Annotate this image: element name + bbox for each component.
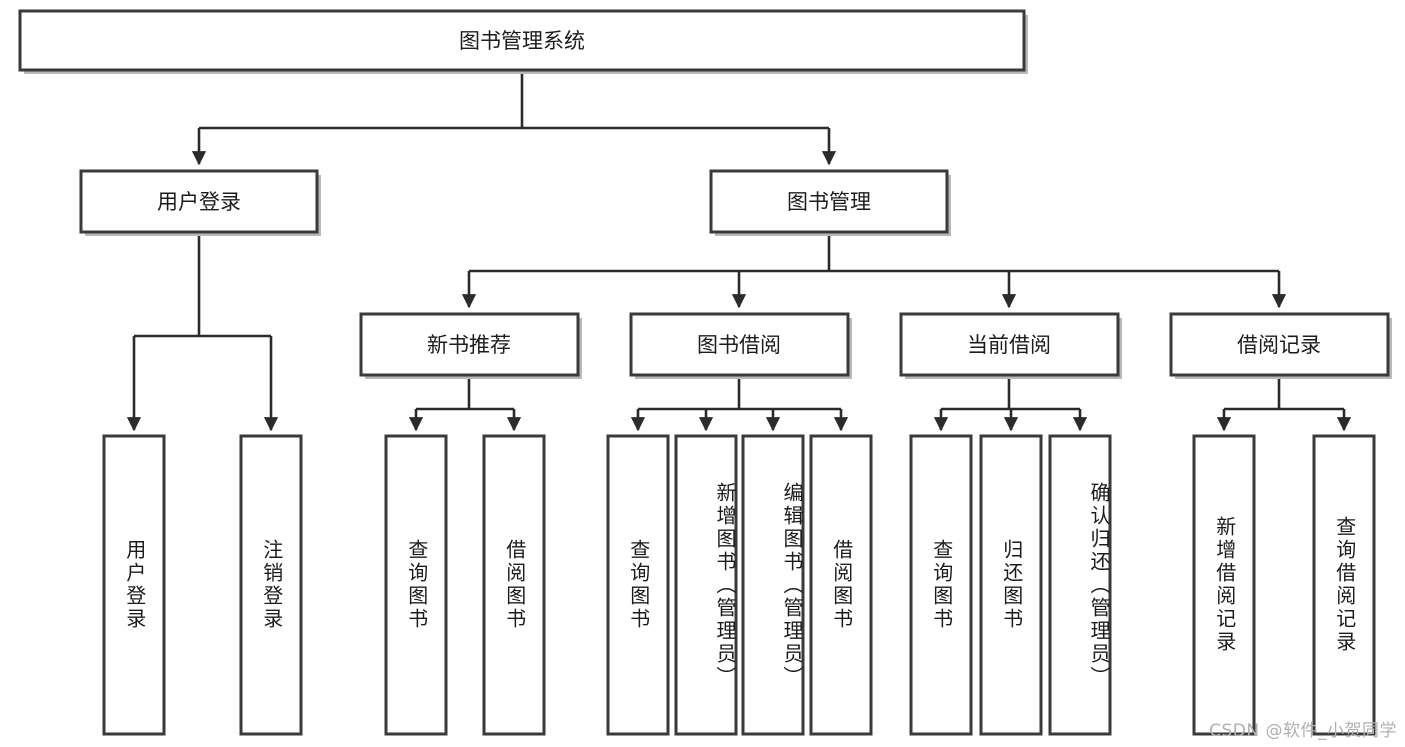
node-book-borrow-box xyxy=(629,312,850,377)
leaf-box-query-book-2[interactable] xyxy=(606,434,670,736)
node-new-book-recommend-label: 新书推荐 xyxy=(427,333,511,357)
leaf-box-add-book[interactable] xyxy=(674,434,738,736)
node-borrow-record-box xyxy=(1169,312,1390,377)
leaf-box-add-record[interactable] xyxy=(1192,434,1256,736)
node-book-management-label: 图书管理 xyxy=(787,190,871,214)
connector-group-book-management xyxy=(461,232,1287,309)
node-current-borrow[interactable]: 当前借阅 xyxy=(899,312,1122,379)
leaf-box-confirm-return[interactable] xyxy=(1048,434,1112,736)
node-user-login-label: 用户登录 xyxy=(157,190,241,214)
node-user-login-box xyxy=(79,169,319,234)
node-book-management-box xyxy=(709,169,949,234)
node-root-box xyxy=(18,9,1026,72)
connector-group-new-book-recommend xyxy=(408,375,522,432)
connector-group-user-login xyxy=(126,232,279,432)
leaf-box-borrow-book-1[interactable] xyxy=(482,434,546,736)
leaf-box-logout[interactable] xyxy=(239,434,303,736)
node-borrow-record[interactable]: 借阅记录 xyxy=(1169,312,1392,379)
node-current-borrow-label: 当前借阅 xyxy=(967,333,1051,357)
leaf-box-user-login[interactable] xyxy=(102,434,166,736)
leaf-box-edit-book[interactable] xyxy=(741,434,805,736)
leaf-box-query-record[interactable] xyxy=(1312,434,1376,736)
node-root[interactable]: 图书管理系统 xyxy=(18,9,1028,74)
node-new-book-recommend[interactable]: 新书推荐 xyxy=(359,312,582,379)
leaf-box-borrow-book-2[interactable] xyxy=(809,434,873,736)
connector-group-borrow-record xyxy=(1216,375,1352,432)
node-book-borrow-label: 图书借阅 xyxy=(697,333,781,357)
connector-group-current-borrow xyxy=(933,375,1088,432)
node-book-management[interactable]: 图书管理 xyxy=(709,169,951,236)
connector-group-root xyxy=(191,70,837,166)
node-book-borrow[interactable]: 图书借阅 xyxy=(629,312,852,379)
node-user-login[interactable]: 用户登录 xyxy=(79,169,321,236)
leaf-box-query-book-3[interactable] xyxy=(909,434,973,736)
leaf-node-boxes xyxy=(102,434,1376,736)
node-borrow-record-label: 借阅记录 xyxy=(1237,333,1321,357)
csdn-watermark: CSDN @软件_小贺同学 xyxy=(1209,721,1397,741)
connector-group-book-borrow xyxy=(630,375,849,432)
node-current-borrow-box xyxy=(899,312,1120,377)
leaf-box-return-book[interactable] xyxy=(979,434,1043,736)
leaf-box-query-book-1[interactable] xyxy=(384,434,448,736)
node-new-book-recommend-box xyxy=(359,312,580,377)
node-root-label: 图书管理系统 xyxy=(459,29,585,53)
